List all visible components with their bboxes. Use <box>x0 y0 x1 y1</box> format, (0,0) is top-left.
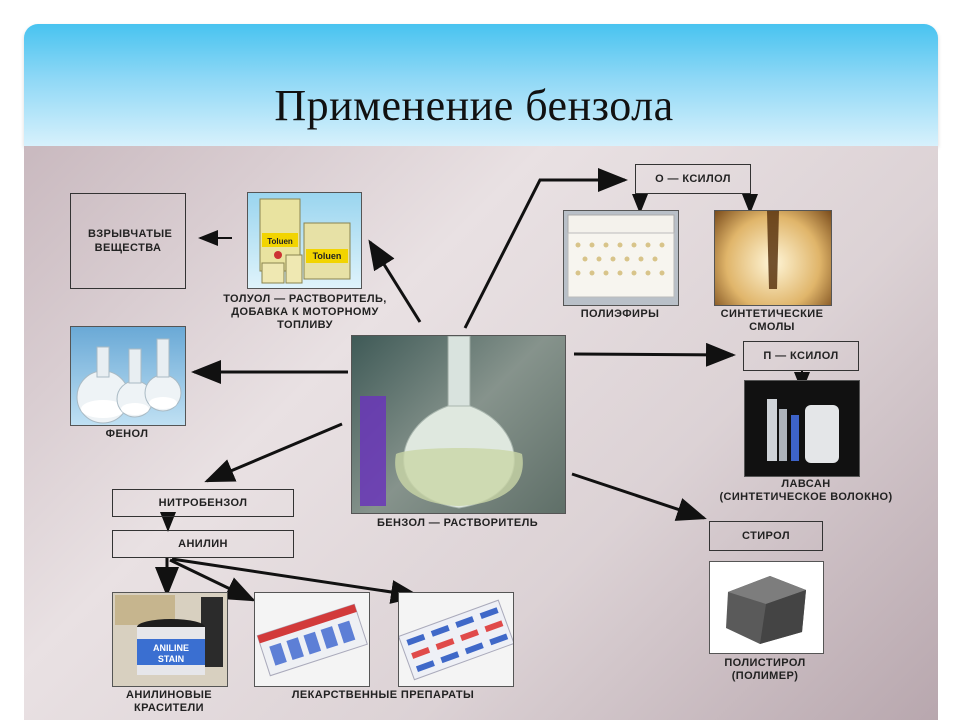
resins-label-line-1: СИНТЕТИЧЕСКИЕ <box>720 308 824 320</box>
styrene-box: СТИРОЛ <box>709 521 823 551</box>
toluene-label-line-2: ДОБАВКА К МОТОРНОМУ <box>231 306 379 318</box>
flasks-icon <box>76 338 182 424</box>
mattress-icon <box>567 214 675 298</box>
resins-label: СИНТЕТИЧЕСКИЕ СМОЛЫ <box>700 308 844 334</box>
aniline-dyes-label-line-1: АНИЛИНОВЫЕ <box>126 689 212 701</box>
o-xylene-label: О — КСИЛОЛ <box>655 173 731 185</box>
toluene-image: Toluen Toluen <box>247 192 362 289</box>
lavsan-label: ЛАВСАН (СИНТЕТИЧЕСКОЕ ВОЛОКНО) <box>690 478 922 504</box>
polystyrene-block-icon <box>726 576 806 644</box>
page-title: Применение бензола <box>274 81 674 130</box>
explosives-box: ВЗРЫВЧАТЫЕ ВЕЩЕСТВА <box>70 193 186 289</box>
resins-label-line-2: СМОЛЫ <box>749 321 795 333</box>
resins-image <box>714 210 832 306</box>
p-xylene-box: П — КСИЛОЛ <box>743 341 859 371</box>
pill-strip-icon <box>399 599 513 681</box>
jar-text-2: STAIN <box>158 654 184 664</box>
arrow-to-nitrobenzene <box>204 422 343 483</box>
lavsan-label-line-1: ЛАВСАН <box>781 478 831 490</box>
benzene-image <box>351 335 566 514</box>
aniline-dyes-label-line-2: КРАСИТЕЛИ <box>134 702 204 714</box>
polyesters-image <box>563 210 679 306</box>
polystyrene-label-line-2: (ПОЛИМЕР) <box>731 670 799 682</box>
polystyrene-label-line-1: ПОЛИСТИРОЛ <box>724 657 806 669</box>
toluene-can-text-1: Toluen <box>267 237 293 246</box>
toluene-cans-icon: Toluen Toluen <box>259 198 351 284</box>
resin-pour-icon <box>767 211 779 289</box>
phenol-image <box>70 326 186 426</box>
volumetric-flask-icon <box>360 336 523 509</box>
polystyrene-label: ПОЛИСТИРОЛ (ПОЛИМЕР) <box>690 657 840 683</box>
explosives-label: ВЗРЫВЧАТЫЕ ВЕЩЕСТВА <box>88 228 173 254</box>
polystyrene-image <box>709 561 824 654</box>
toluene-label-line-3: ТОПЛИВУ <box>277 319 333 331</box>
arrow-to-medicine-2 <box>171 557 421 604</box>
medicine-image-1 <box>254 592 370 687</box>
jar-text-1: ANILINE <box>153 643 189 653</box>
arrow-to-medicine-1 <box>169 558 256 602</box>
nitrobenzene-label: НИТРОБЕНЗОЛ <box>158 497 248 509</box>
phenol-label: ФЕНОЛ <box>105 428 149 440</box>
arrow-to-p-xylene <box>573 342 736 367</box>
aniline-dyes-label: АНИЛИНОВЫЕ КРАСИТЕЛИ <box>100 689 238 715</box>
fiber-spools-icon <box>767 399 839 463</box>
medicine-image-2 <box>398 592 514 687</box>
blister-pack-icon <box>256 603 368 677</box>
styrene-label: СТИРОЛ <box>742 530 790 542</box>
arrow-to-styrene <box>571 472 707 521</box>
benzene-label: БЕНЗОЛ — РАСТВОРИТЕЛЬ <box>376 517 539 529</box>
toluene-can-text-2: Toluen <box>313 251 342 261</box>
arrow-to-o-xylene <box>463 168 628 329</box>
p-xylene-label: П — КСИЛОЛ <box>763 350 839 362</box>
stain-jar-icon: ANILINE STAIN <box>115 595 223 675</box>
toluene-label: ТОЛУОЛ — РАСТВОРИТЕЛЬ, ДОБАВКА К МОТОРНО… <box>205 293 405 332</box>
arrow-to-toluene <box>368 239 422 323</box>
polyesters-label: ПОЛИЭФИРЫ <box>580 308 660 320</box>
toluene-label-line-1: ТОЛУОЛ — РАСТВОРИТЕЛЬ, <box>223 293 387 305</box>
aniline-box: АНИЛИН <box>112 530 294 558</box>
lavsan-image <box>744 380 860 477</box>
title-banner <box>24 24 938 146</box>
nitrobenzene-box: НИТРОБЕНЗОЛ <box>112 489 294 517</box>
o-xylene-box: О — КСИЛОЛ <box>635 164 751 194</box>
medicines-label: ЛЕКАРСТВЕННЫЕ ПРЕПАРАТЫ <box>291 689 475 701</box>
aniline-dyes-image: ANILINE STAIN <box>112 592 228 687</box>
lavsan-label-line-2: (СИНТЕТИЧЕСКОЕ ВОЛОКНО) <box>719 491 893 503</box>
aniline-label: АНИЛИН <box>178 538 228 550</box>
